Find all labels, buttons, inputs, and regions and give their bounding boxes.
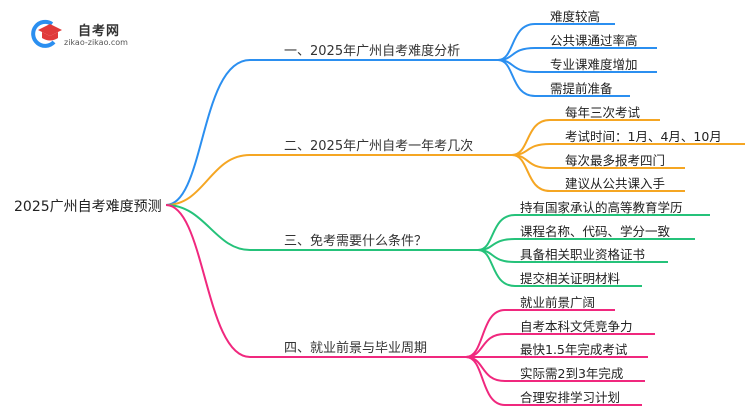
leaf-node: 建议从公共课入手 — [565, 176, 666, 191]
leaf-node: 实际需2到3年完成 — [520, 366, 624, 381]
branch-node-2: 二、2025年广州自考一年考几次 — [284, 139, 474, 154]
leaf-node: 专业课难度增加 — [550, 57, 638, 72]
logo-name: 自考网 — [78, 24, 121, 39]
leaf-node: 就业前景广阔 — [520, 295, 596, 310]
leaf-node: 公共课通过率高 — [550, 33, 638, 48]
logo-url: zikao-zikao.com — [64, 38, 128, 47]
logo: 自考网 zikao-zikao.com — [30, 18, 170, 48]
leaf-node: 难度较高 — [550, 9, 601, 24]
leaf-node: 提交相关证明材料 — [520, 271, 621, 286]
leaf-node: 每年三次考试 — [565, 105, 641, 120]
root-node: 2025广州自考难度预测 — [14, 199, 162, 215]
leaf-node: 每次最多报考四门 — [565, 153, 666, 168]
branch-node-4: 四、就业前景与毕业周期 — [284, 341, 428, 356]
leaf-node: 自考本科文凭竞争力 — [520, 319, 633, 334]
leaf-node: 合理安排学习计划 — [520, 390, 621, 405]
branch-node-1: 一、2025年广州自考难度分析 — [284, 44, 461, 59]
leaf-node: 最快1.5年完成考试 — [520, 342, 628, 357]
leaf-node: 具备相关职业资格证书 — [520, 247, 646, 262]
leaf-node: 持有国家承认的高等教育学历 — [520, 200, 683, 215]
leaf-node: 需提前准备 — [550, 81, 613, 96]
leaf-node: 考试时间：1月、4月、10月 — [565, 129, 722, 144]
graduation-cap-icon — [31, 19, 62, 48]
branch-node-3: 三、免考需要什么条件？ — [284, 234, 428, 249]
leaf-node: 课程名称、代码、学分一致 — [520, 224, 671, 239]
